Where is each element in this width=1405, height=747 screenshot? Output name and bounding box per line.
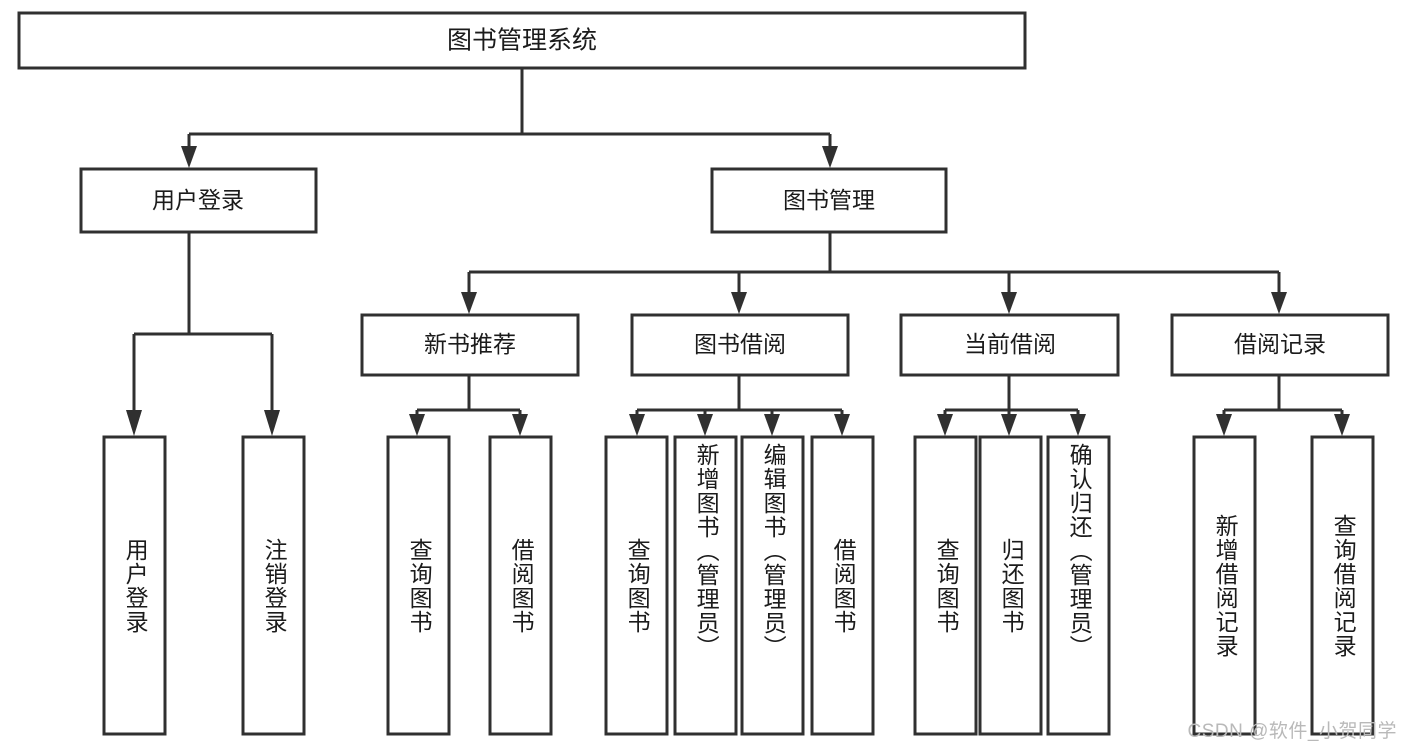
leaf-box-edit-book[interactable] [740,435,805,736]
node-new-book-recommend-box[interactable] [360,313,580,377]
arrow-to-borrow-record [1271,292,1287,314]
arrow-leaf-query-record [1334,414,1350,436]
leaf-box-user-login[interactable] [102,435,167,736]
node-book-borrow-label: 图书借阅 [694,331,786,357]
leaf-box-add-record[interactable] [1192,435,1257,736]
arrow-leaf-add-book [697,414,713,436]
leaf-box-add-book[interactable] [673,435,738,736]
arrow-leaf-logout [264,410,280,436]
node-root-label: 图书管理系统 [447,27,597,55]
node-current-borrow-box[interactable] [899,313,1120,377]
arrow-leaf-edit-book [764,414,780,436]
arrow-leaf-query-book-1 [409,414,425,436]
arrow-leaf-confirm-return [1070,414,1086,436]
node-user-login-label: 用户登录 [152,187,244,213]
arrow-to-borrow [731,292,747,314]
node-current-borrow-label: 当前借阅 [964,331,1056,357]
arrow-leaf-borrow-book-2 [834,414,850,436]
csdn-watermark: CSDN @软件_小贺同学 [1187,721,1397,742]
node-borrow-record-box[interactable] [1170,313,1390,377]
arrow-leaf-borrow-book-1 [512,414,528,436]
arrow-leaf-add-record [1216,414,1232,436]
leaf-box-confirm-return[interactable] [1046,435,1111,736]
arrow-to-new-book [461,292,477,314]
connector-layer [126,68,1350,436]
node-book-borrow-box[interactable] [630,313,850,377]
node-layer: 图书管理系统 用户登录 图书管理 新书推荐 图书借阅 当前借阅 借阅记录 [17,11,1390,377]
leaf-box-query-book-2[interactable] [604,435,669,736]
leaf-box-logout[interactable] [241,435,306,736]
leaf-box-return-book[interactable] [978,435,1043,736]
arrow-leaf-return-book [1001,414,1017,436]
node-root-box[interactable] [17,11,1027,70]
arrow-leaf-query-book-2 [629,414,645,436]
node-book-management-box[interactable] [710,167,948,234]
arrow-leaf-user-login [126,410,142,436]
leaf-box-borrow-book-2[interactable] [810,435,875,736]
leaf-box-query-book-3[interactable] [913,435,978,736]
arrow-to-book-mgmt [822,146,838,168]
node-user-login-box[interactable] [79,167,318,234]
arrow-to-current-borrow [1001,292,1017,314]
leaf-box-borrow-book-1[interactable] [488,435,553,736]
leaf-box-query-record[interactable] [1310,435,1375,736]
node-borrow-record-label: 借阅记录 [1234,331,1326,357]
leaf-layer [102,435,1375,736]
arrow-leaf-query-book-3 [937,414,953,436]
node-book-management-label: 图书管理 [783,187,875,213]
arrow-to-user-login [181,146,197,168]
node-new-book-recommend-label: 新书推荐 [424,331,516,357]
leaf-box-query-book-1[interactable] [386,435,451,736]
